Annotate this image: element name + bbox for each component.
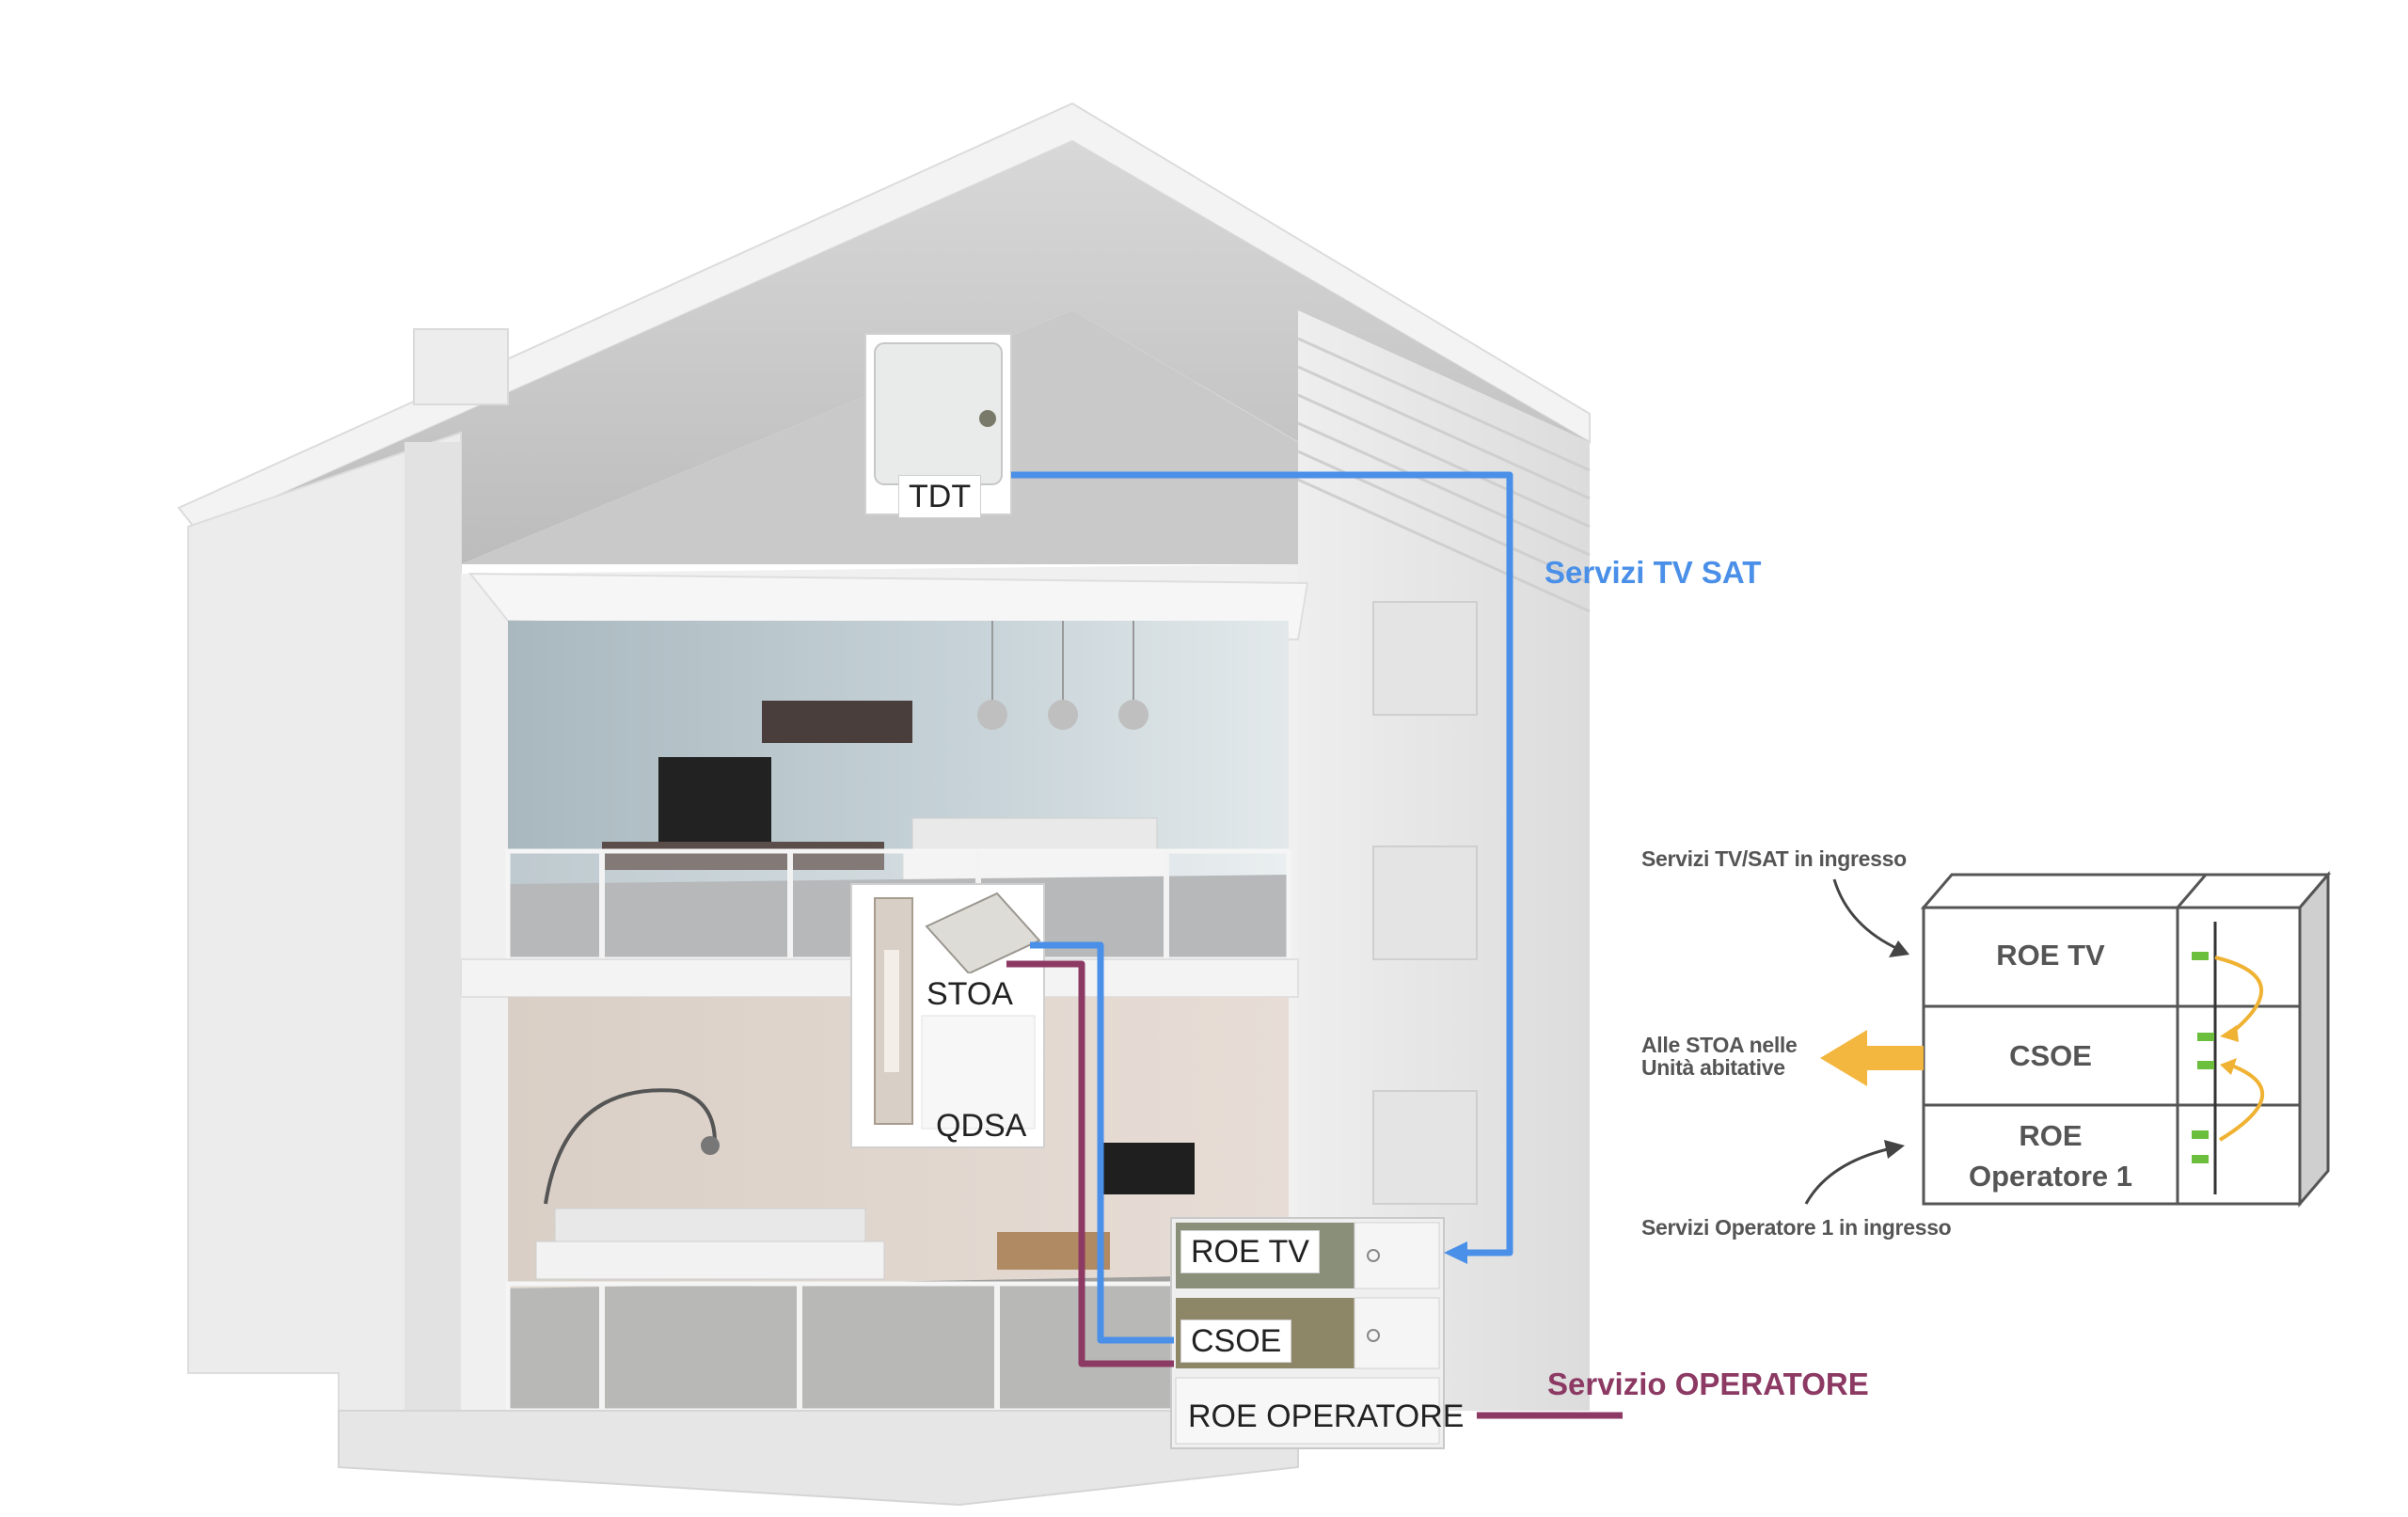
link-arrows [2214, 956, 2265, 1142]
note-arrows [1804, 878, 1901, 1205]
right-wall [1297, 310, 1591, 1411]
stoa-qdsa-device [850, 883, 1045, 1148]
tdt-label: TDT [898, 475, 982, 518]
tv-sat-arrowhead [1444, 1241, 1467, 1264]
tv-sat-line [1011, 471, 1513, 1344]
chimney [413, 328, 509, 405]
green-connectors [2192, 952, 2214, 1163]
operatore-line [1006, 960, 1623, 1419]
operatore-service-label: Servizio OPERATORE [1547, 1367, 1869, 1401]
note-stoa-line1: Alle STOA nelle [1641, 1033, 1798, 1057]
csoe-label: CSOE [1180, 1319, 1292, 1363]
tv-sat-service-label: Servizi TV SAT [1545, 555, 1762, 590]
note-tv-sat-in: Servizi TV/SAT in ingresso [1641, 846, 1907, 871]
note-operatore-in: Servizi Operatore 1 in ingresso [1641, 1215, 1952, 1240]
note-stoa-line2: Unità abitative [1641, 1055, 1785, 1080]
qdsa-label: QDSA [936, 1108, 1027, 1144]
stoa-label: STOA [917, 973, 1022, 1015]
stoa-arrow [1820, 1030, 1924, 1086]
detail-schematic [1920, 870, 2332, 1209]
roe-tv-label: ROE TV [1180, 1230, 1320, 1273]
schematic-roe-tv: ROE TV [1996, 939, 2105, 972]
roe-operatore-label: ROE OPERATORE [1188, 1398, 1465, 1434]
schematic-roe-operatore-line1: ROE [2019, 1119, 2083, 1152]
tdt-device [864, 333, 1012, 515]
schematic-roe-operatore-line2: Operatore 1 [1968, 1160, 2132, 1193]
schematic-csoe: CSOE [2009, 1039, 2092, 1072]
house-base [338, 1410, 1299, 1507]
